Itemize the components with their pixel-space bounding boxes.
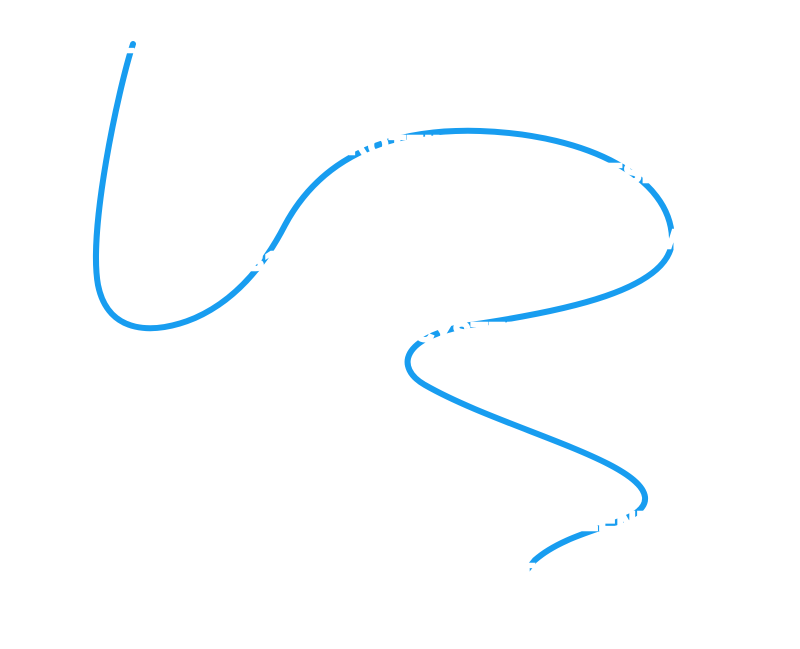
node-label-folate: FOLATE (80, 28, 188, 58)
node-label-water: WATER (67, 328, 164, 358)
node-label-magnesium: MAGNESIUM (522, 158, 693, 188)
pathway-curve (93, 41, 676, 573)
node-label-selenium: SELENIUM (545, 506, 687, 536)
node-label-b12: B12 (245, 246, 296, 276)
node-label-protein: PROTEIN (330, 130, 453, 160)
node-label-same: SAMe (620, 224, 696, 254)
node-label-homocysteine: HOMOCYSTEINE (330, 317, 553, 347)
node-label-glutathione: GLUTATHIONE (428, 558, 623, 588)
